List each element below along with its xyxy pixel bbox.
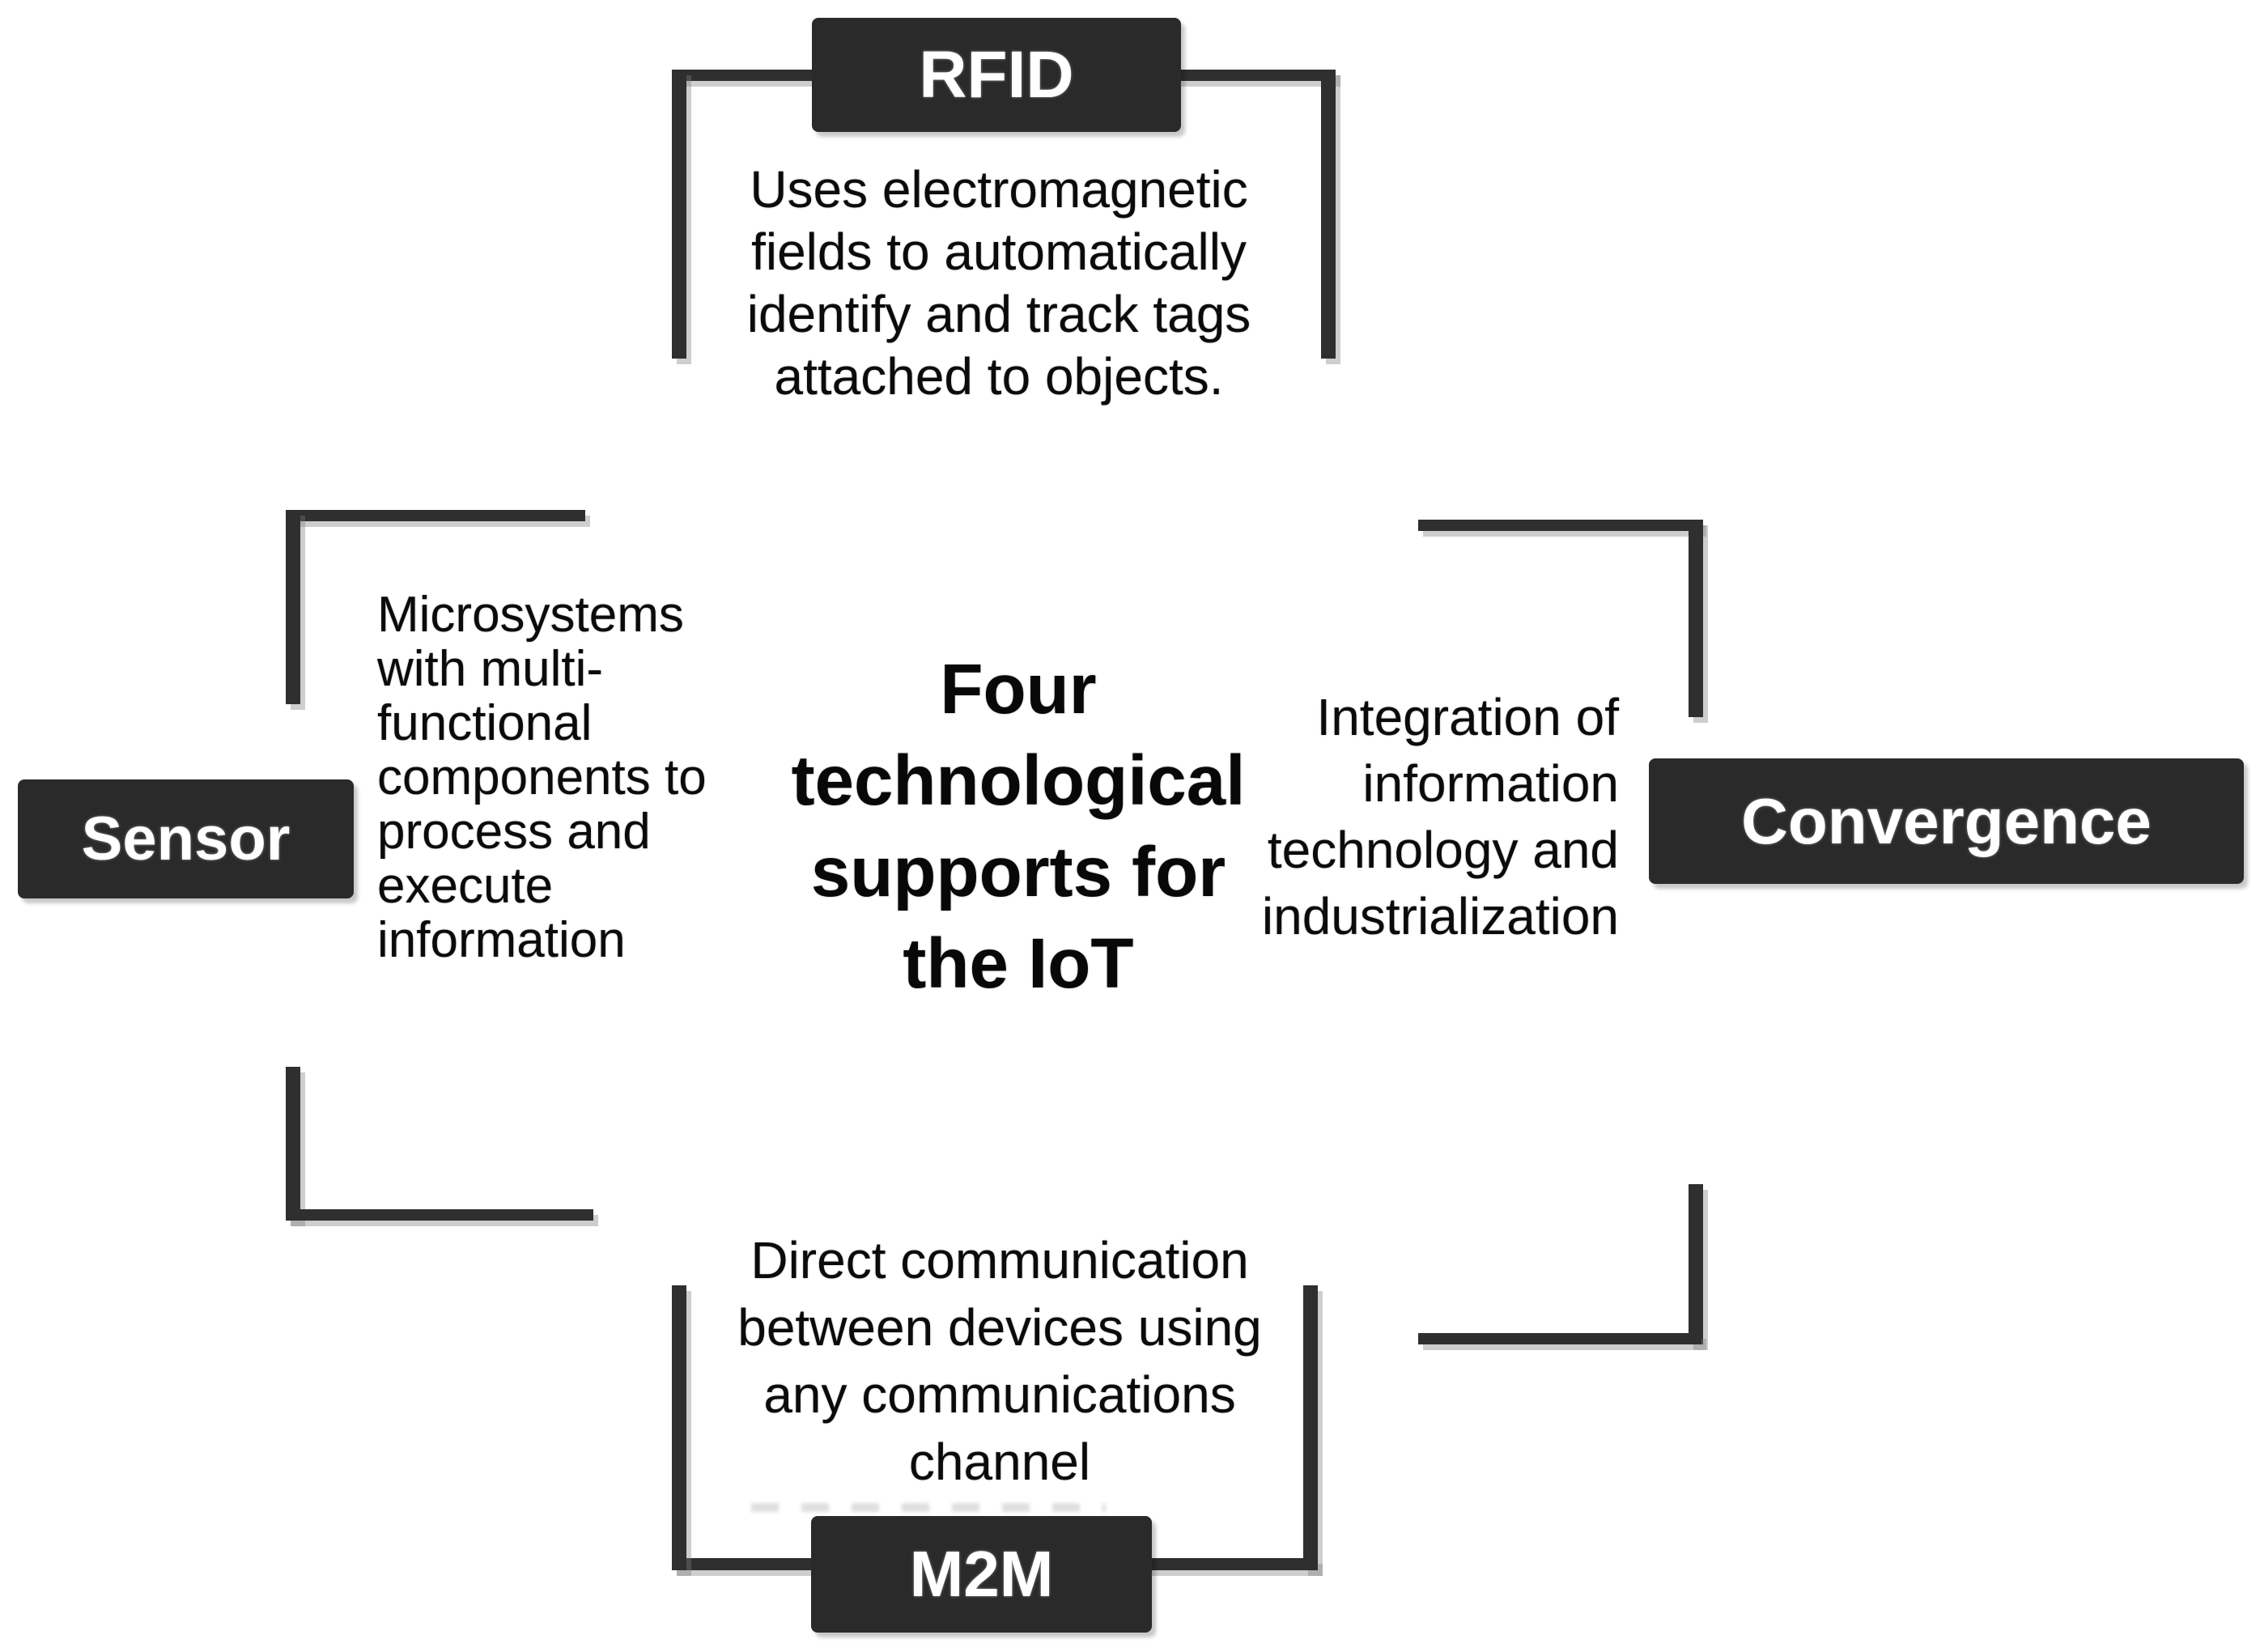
bracket-line <box>1418 1333 1701 1344</box>
convergence-label-box: Convergence <box>1649 758 2244 884</box>
bracket-line <box>672 1285 686 1570</box>
m2m-label: M2M <box>909 1538 1054 1610</box>
diagram-title: Four technological supports for the IoT <box>791 650 1246 1003</box>
bracket-line <box>1303 1285 1318 1570</box>
bracket-line <box>1689 1184 1703 1344</box>
sensor-label: Sensor <box>81 805 291 873</box>
m2m-description: Direct communication between devices usi… <box>737 1231 1262 1491</box>
bracket-line <box>1689 520 1703 717</box>
bracket-line <box>286 510 300 704</box>
sensor-label-box: Sensor <box>18 779 354 898</box>
bracket-line <box>672 70 686 359</box>
bracket-line <box>286 510 585 521</box>
convergence-description: Integration of information technology an… <box>1261 688 1619 945</box>
rfid-label-box: RFID <box>812 18 1181 132</box>
convergence-label: Convergence <box>1741 784 2152 857</box>
m2m-label-box: M2M <box>811 1516 1152 1633</box>
bracket-line <box>1321 70 1336 359</box>
rfid-description: Uses electromagnetic fields to automatic… <box>746 160 1251 406</box>
bracket-line <box>286 1067 300 1221</box>
sensor-description: Microsystems with multi- functional comp… <box>377 587 707 968</box>
bracket-line <box>1418 520 1701 531</box>
rfid-label: RFID <box>919 37 1074 112</box>
bracket-line <box>286 1209 593 1221</box>
faded-text-artifact <box>751 1503 1106 1512</box>
